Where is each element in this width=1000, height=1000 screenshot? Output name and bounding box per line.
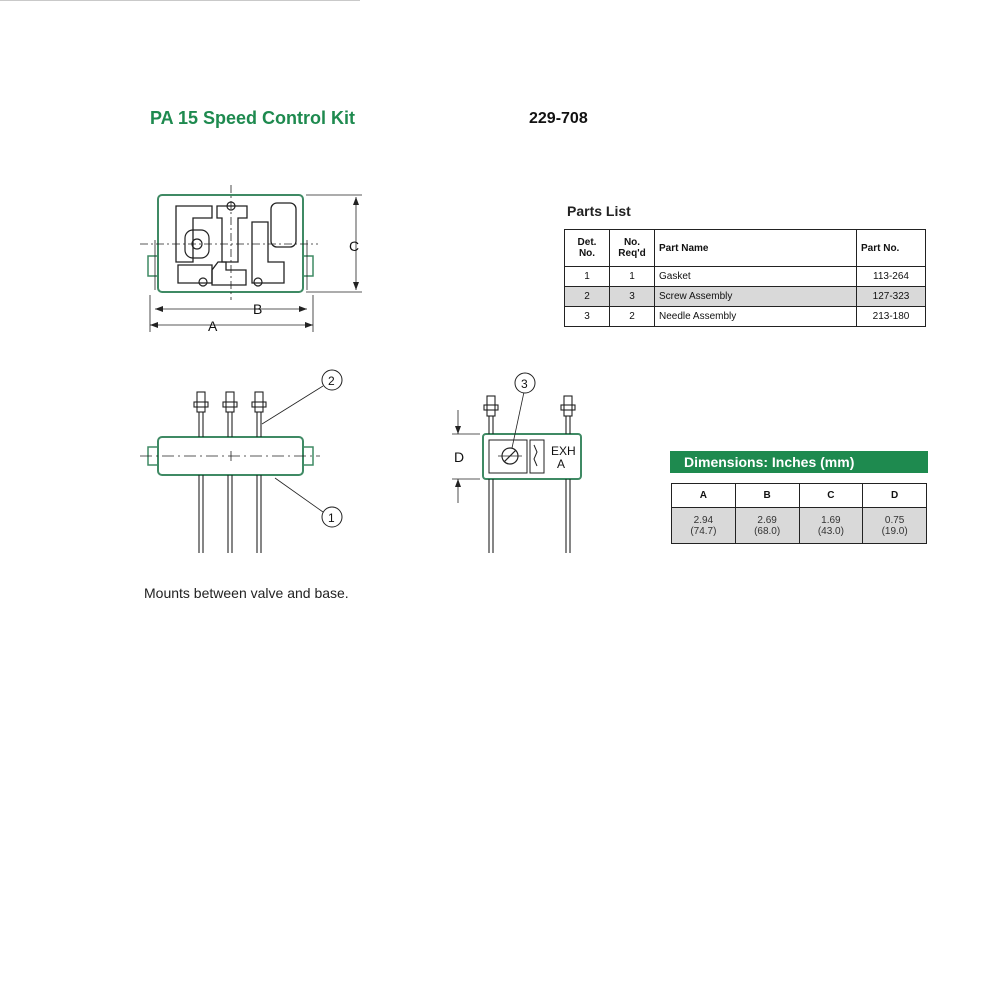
callout-2: 2: [328, 374, 335, 388]
table-row: 2.94(74.7) 2.69(68.0) 1.69(43.0) 0.75(19…: [671, 507, 927, 544]
col-b: B: [734, 483, 800, 508]
dim-label-a: A: [208, 318, 218, 334]
dim-value-b: 2.69(68.0): [734, 507, 800, 544]
col-d: D: [862, 483, 927, 508]
side-label-a: A: [557, 457, 565, 471]
col-det-no: Det.No.: [564, 229, 610, 267]
col-part-no: Part No.: [856, 229, 926, 267]
page-title: PA 15 Speed Control Kit: [150, 108, 356, 128]
table-row: 1 1 Gasket 113-264: [564, 266, 926, 287]
dimensions-table: A B C D 2.94(74.7) 2.69(68.0) 1.69(43.0)…: [671, 483, 927, 544]
dim-label-b: B: [253, 301, 262, 317]
mounting-note: Mounts between valve and base.: [144, 585, 349, 601]
callout-3: 3: [521, 377, 528, 391]
parts-list-table: Det.No. No.Req'd Part Name Part No. 1 1 …: [564, 229, 926, 327]
top-rule: [0, 0, 360, 1]
side-view-drawing: [140, 369, 343, 553]
table-header-row: A B C D: [671, 483, 927, 508]
dim-value-d: 0.75(19.0): [862, 507, 927, 544]
table-row: 3 2 Needle Assembly 213-180: [564, 306, 926, 327]
side-label-exh: EXH: [551, 444, 576, 458]
table-header-row: Det.No. No.Req'd Part Name Part No.: [564, 229, 926, 267]
parts-list-heading: Parts List: [567, 203, 631, 219]
col-no-reqd: No.Req'd: [609, 229, 655, 267]
dim-value-a: 2.94(74.7): [671, 507, 736, 544]
callout-1: 1: [328, 511, 335, 525]
dim-label-d: D: [454, 449, 464, 465]
kit-number: 229-708: [529, 110, 588, 127]
col-part-name: Part Name: [654, 229, 857, 267]
col-c: C: [798, 483, 864, 508]
end-view-drawing: [452, 372, 582, 553]
col-a: A: [671, 483, 736, 508]
dimensions-heading: Dimensions: Inches (mm): [670, 451, 928, 473]
top-view-drawing: [140, 185, 362, 332]
table-row: 2 3 Screw Assembly 127-323: [564, 286, 926, 307]
dim-label-c: C: [349, 238, 359, 254]
dim-value-c: 1.69(43.0): [798, 507, 864, 544]
